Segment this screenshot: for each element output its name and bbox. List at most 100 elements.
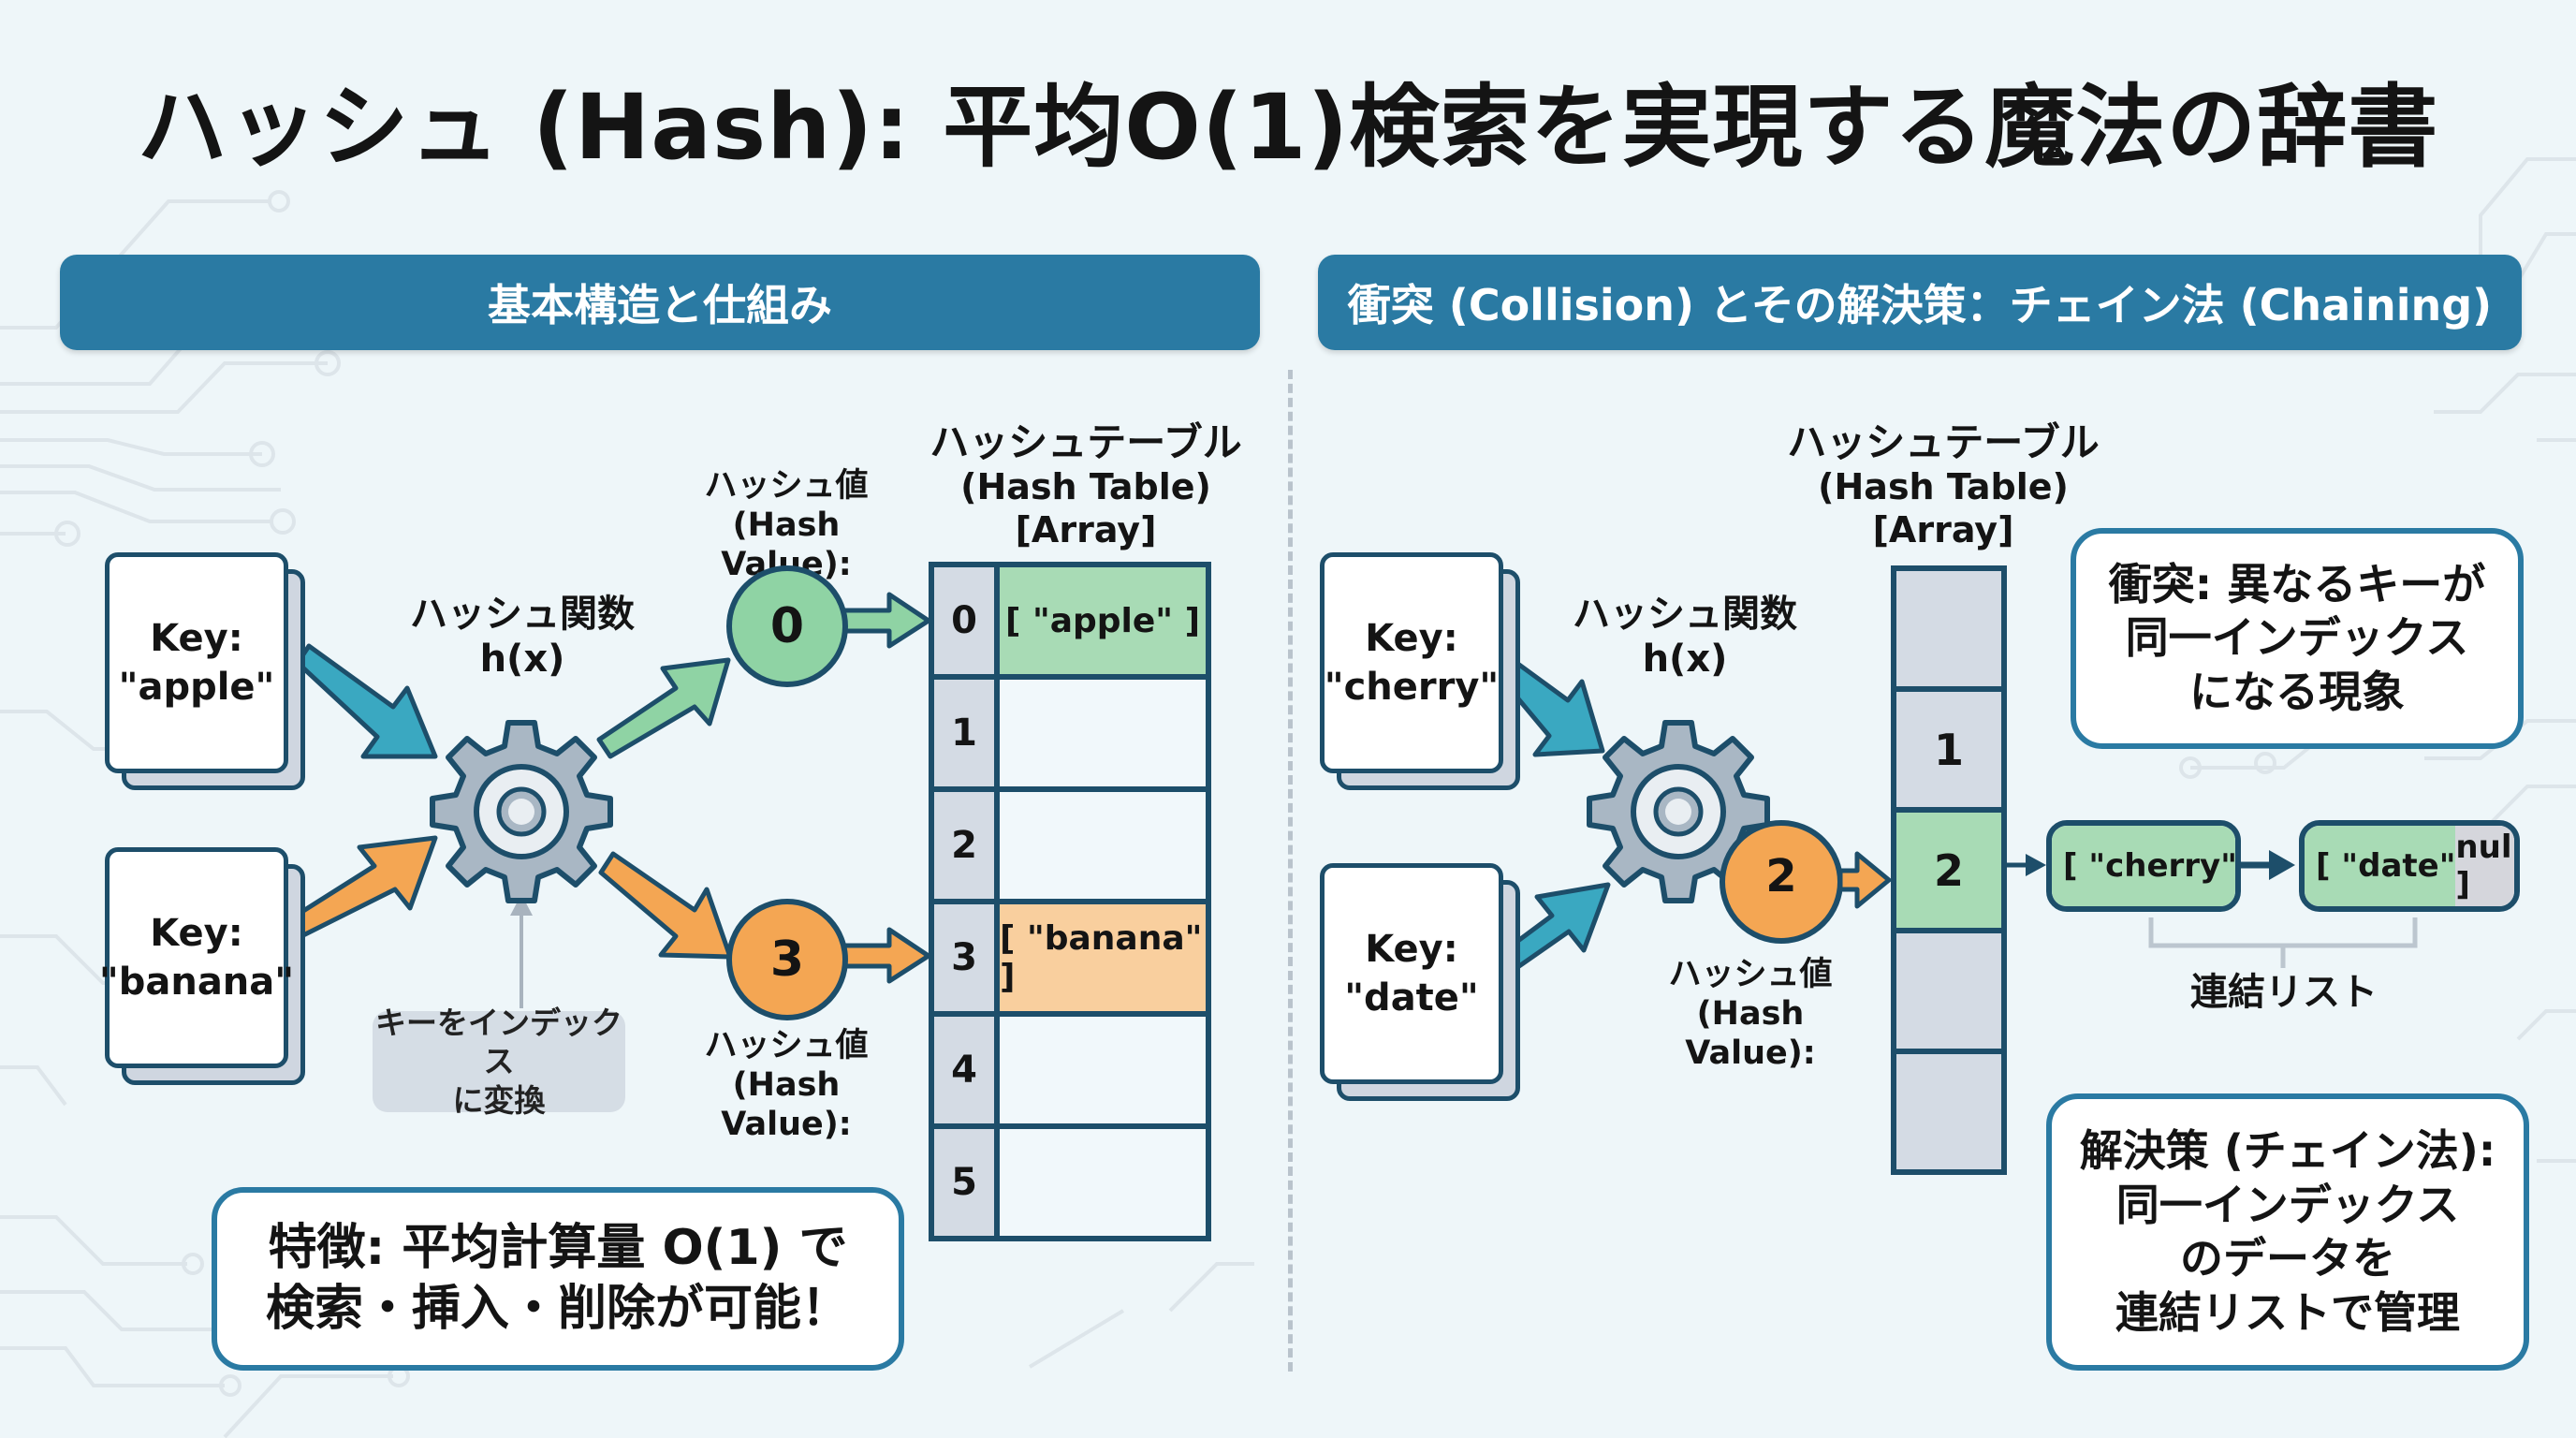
hash-value-circle-0: 0 (726, 565, 848, 687)
arrow-gear-to-hash3 (598, 851, 733, 960)
arrow-node-to-node (2239, 850, 2295, 880)
table-row: 0 [ "apple" ] (934, 567, 1206, 680)
hash-table-left: 0 [ "apple" ] 1 2 3 [ "banana" ] 4 5 (929, 562, 1211, 1241)
row-value: [ "banana" ] (1000, 904, 1206, 1011)
table-row (1896, 933, 2001, 1054)
table-row: 1 (934, 680, 1206, 792)
convert-note-line: キーをインデックス (375, 1005, 622, 1080)
section-header-basic: 基本構造と仕組み (60, 255, 1260, 350)
row-index: 2 (934, 792, 1000, 899)
page-title: ハッシュ (Hash): 平均O(1)検索を実現する魔法の辞書 (137, 75, 2439, 180)
solution-note-line: 解決策 (チェイン法): (2079, 1125, 2496, 1176)
hash-value-label-en: (Hash Value): (721, 1066, 852, 1143)
row-value: [ "apple" ] (1000, 567, 1206, 674)
node-value: [ "date" (2305, 826, 2456, 906)
arrow-table-to-list (2001, 854, 2046, 876)
table-title-sub: [Array] (1872, 508, 2014, 550)
table-row (1896, 571, 2001, 692)
hash-value-label-jp: ハッシュ値 (704, 467, 869, 505)
hash-value-2-label: 2 (1765, 850, 1797, 902)
row-index: 1 (934, 680, 1000, 786)
node-null: null ] (2455, 826, 2514, 906)
collision-note-line: 同一インデックス (2125, 612, 2469, 664)
hash-value-label-jp: ハッシュ値 (1668, 956, 1833, 993)
table-title-sub: [Array] (1015, 508, 1157, 550)
table-title-jp: ハッシュテーブル (1787, 419, 2100, 465)
key-card-face: Key: "cherry" (1320, 552, 1503, 773)
arrow-gear-to-hash0 (596, 657, 731, 759)
key-value: "cherry" (1324, 666, 1500, 709)
table-row (1896, 1054, 2001, 1169)
table-title-jp: ハッシュテーブル (929, 419, 1242, 465)
gear-icon (430, 720, 613, 903)
table-row: 5 (934, 1129, 1206, 1236)
section-divider (1288, 370, 1293, 1372)
row-value (1000, 1017, 1206, 1123)
hash-value-label-en: (Hash Value): (1685, 995, 1816, 1072)
node-data: "cherry" (2088, 847, 2237, 885)
row-value (1000, 680, 1206, 786)
hash-value-label-right: ハッシュ値 (Hash Value): (1629, 955, 1872, 1073)
hash-table-right: 1 2 (1891, 565, 2007, 1175)
key-value: "apple" (118, 666, 275, 709)
key-card-cherry: Key: "cherry" (1320, 552, 1520, 790)
node-data: "date" (2341, 847, 2456, 885)
row-index: 4 (934, 1017, 1000, 1123)
key-card-face: Key: "date" (1320, 863, 1503, 1084)
row-value (1000, 792, 1206, 899)
solution-note: 解決策 (チェイン法): 同一インデックス のデータを 連結リストで管理 (2046, 1093, 2529, 1371)
table-title-en: (Hash Table) (960, 466, 1211, 508)
collision-note: 衝突: 異なるキーが 同一インデックス になる現象 (2071, 528, 2524, 749)
arrow-convert-note-to-gear (510, 894, 533, 1008)
table-title-en: (Hash Table) (1818, 466, 2069, 508)
row-index: 5 (934, 1129, 1000, 1236)
row-index: 0 (934, 567, 1000, 674)
linked-list-node-date: [ "date" null ] (2299, 820, 2520, 912)
convert-key-note: キーをインデックス に変換 (373, 1005, 625, 1119)
node-pointer (2237, 826, 2241, 906)
key-card-banana: Key: "banana" (99, 847, 305, 1085)
arrow-apple-to-gear (295, 643, 438, 759)
hash-function-title: ハッシュ関数 (1573, 593, 1797, 636)
hash-function-formula: h(x) (1642, 638, 1728, 681)
collision-note-line: 衝突: 異なるキーが (2108, 558, 2486, 609)
key-card-apple: Key: "apple" (105, 552, 305, 790)
hash-table-title-left: ハッシュテーブル (Hash Table) [Array] (899, 419, 1273, 552)
key-value: "date" (1344, 976, 1479, 1020)
convert-note-line: に変換 (452, 1081, 546, 1119)
collision-note-line: になる現象 (2188, 666, 2405, 717)
hash-value-circle-3: 3 (726, 899, 848, 1020)
key-card-date: Key: "date" (1320, 863, 1520, 1101)
hash-function-formula: h(x) (479, 638, 565, 681)
key-card-face: Key: "apple" (105, 552, 288, 773)
table-row: 3 [ "banana" ] (934, 904, 1206, 1017)
key-value: "banana" (98, 961, 295, 1004)
key-label: Key: (1365, 928, 1458, 971)
hash-table-title-right: ハッシュテーブル (Hash Table) [Array] (1756, 419, 2130, 552)
feature-note: 特徴: 平均計算量 O(1) で 検索・挿入・削除が可能！ (212, 1187, 904, 1371)
section-header-collision: 衝突 (Collision) とその解決策：チェイン法 (Chaining) (1318, 255, 2522, 350)
hash-function-label-right: ハッシュ関数 h(x) (1535, 592, 1835, 682)
linked-list-node-cherry: [ "cherry" (2046, 820, 2241, 912)
key-label: Key: (1365, 617, 1458, 660)
key-label: Key: (150, 912, 243, 955)
hash-function-label: ハッシュ関数 h(x) (373, 592, 672, 682)
table-row: 4 (934, 1017, 1206, 1129)
pointer-dot-icon (2237, 858, 2241, 873)
node-open-bracket: [ (2063, 847, 2078, 885)
hash-function-title: ハッシュ関数 (410, 593, 635, 636)
feature-note-line: 検索・挿入・削除が可能！ (265, 1281, 850, 1337)
linked-list-label: 連結リスト (2190, 971, 2378, 1014)
table-row: 1 (1896, 692, 2001, 813)
arrow-hash3-to-table (840, 927, 931, 984)
hash-value-circle-2-shape (1720, 820, 1892, 944)
gear-icon (1587, 720, 1770, 903)
arrow-hash0-to-table (840, 592, 931, 649)
hash-value-label-jp: ハッシュ値 (704, 1027, 869, 1064)
solution-note-line: のデータを (2180, 1233, 2395, 1284)
node-value: [ "cherry" (2052, 826, 2237, 906)
feature-note-line: 特徴: 平均計算量 O(1) で (268, 1220, 848, 1276)
